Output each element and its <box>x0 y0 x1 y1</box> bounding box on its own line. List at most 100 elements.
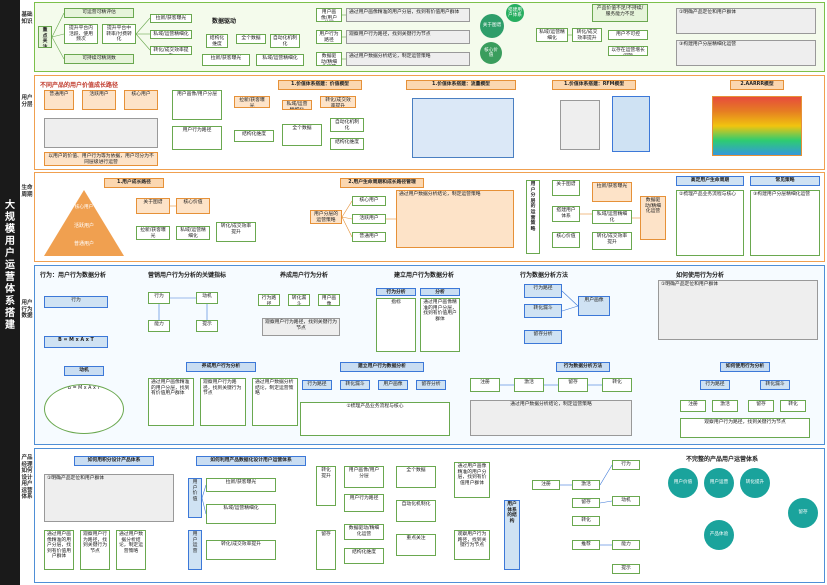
section-label-design: 产品经理如何设计用户运营体系 <box>21 455 33 500</box>
b5-mid-3: 转化/成交效率提升 <box>206 540 276 560</box>
b3-right-n6: 转化/成交效率提升 <box>592 232 632 250</box>
b3-tree-n3: 普通用户 <box>352 232 386 242</box>
b3-right-n2: 搭建用户体系 <box>552 206 580 222</box>
b4-lr-1: 注册 <box>470 378 500 392</box>
b5-mid-2: 私域/运营精细化 <box>206 504 276 524</box>
b5-mid-12: 观察用户行为路径，找到关键行为节点 <box>454 530 490 560</box>
b4-node-prompt: 提示 <box>196 320 218 332</box>
key-focus: 重点关注 <box>38 26 52 48</box>
far-right-3: 以存在运营增长问题 <box>608 46 648 56</box>
section-label-basics: 基础知识 <box>21 12 33 25</box>
b3-right-title-2: 常见策略 <box>750 176 820 186</box>
b4-header-2: 营销用户行为分析的关键指标 <box>148 272 227 279</box>
b4-c2: 转化漏斗 <box>288 294 310 306</box>
b3-tree-detail: 通过用户数据分析结论，制定运营策略 <box>396 190 514 248</box>
b1-right-box-1: 用户画像/用户分层 <box>316 8 342 22</box>
b2-label-4: 2.AARRR模型 <box>730 80 784 90</box>
auto-box: 自动化机制化 <box>270 34 300 48</box>
b5-step-1: 注册 <box>532 480 560 490</box>
b5-mid-9: 自动化机制化 <box>396 500 436 522</box>
b2-value-box-1: 普通用户 <box>44 90 74 110</box>
b3-right-n3: 核心价值 <box>552 232 580 248</box>
b4-node-behavior: 行为 <box>148 292 170 304</box>
section-label-layering: 用户分层 <box>21 95 33 108</box>
b4-lr-4: 转化 <box>602 378 632 392</box>
b1-left-box-4: 可持续可精测数 <box>64 54 134 64</box>
flow-circle-1: 关于图谱 <box>480 14 504 38</box>
b5-mid-6: 数据驱动/精细化运营 <box>344 524 384 540</box>
b5-circle-2: 用户运营 <box>704 468 734 498</box>
b5-mid-8: 全个数据 <box>396 466 436 488</box>
b1-sub-1: 拉新/获客曝光 <box>202 54 250 66</box>
b4-lower-box-3: 通过用户数据分析结论，制定运营策略 <box>252 378 298 426</box>
b4-summary: 观察用户行为路径，找到关键行为节点 <box>262 318 340 336</box>
b4-table-col2: 通过用户画像精准的用户分层，找到有价值用户群体 <box>420 298 460 352</box>
b4-c1: 行为路径 <box>258 294 280 306</box>
b4-lower-title-1: 动机 <box>64 366 104 376</box>
b4-table-col1: 指标 <box>376 298 416 352</box>
b4-rt-4: 激活 <box>712 400 738 412</box>
b5-mid-v4: 留存 <box>316 530 336 570</box>
b1-left-box-1: 可运营可精评估 <box>64 8 134 18</box>
b4-m3: 用户画像 <box>578 296 610 316</box>
b2-flow-model-chart <box>412 98 514 158</box>
b4-node-ability: 能力 <box>148 320 170 332</box>
b4-m2: 转化漏斗 <box>524 304 562 318</box>
b4-lt-detail: ②梳理产品业务流程与核心 <box>300 402 450 436</box>
b4-rt-detail: 观察用户行为路径，找到关键行为节点 <box>680 418 810 438</box>
b5-mid-4: 用户画像/用户分层 <box>344 466 384 488</box>
b3-vertical-label: 用户分层的运营策略 <box>526 180 540 254</box>
b2-vm-1: 拉新/获客曝光 <box>234 96 270 108</box>
b1-mid-box-3: 转化/成交效率提升 <box>150 46 192 55</box>
b3-lifecycle-list: ②梳理产品业务流程与核心 <box>676 190 744 256</box>
b2-chart-placeholder <box>44 118 158 148</box>
flow-circle-2: 搭建用户体系 <box>506 4 524 22</box>
b5-mid-v3: 转化提升 <box>316 466 336 506</box>
b2-value-box-3: 核心用户 <box>124 90 158 110</box>
b3-strategy-list: ③构建用户分层精细化运营 <box>750 190 820 256</box>
b3-right-n1: 关于图谱 <box>552 180 580 196</box>
b2-rfm-table <box>612 96 650 152</box>
b4-m1: 行为路径 <box>524 284 562 298</box>
data-driven-label: 数据驱动 <box>212 18 237 25</box>
b4-formula: B = M x A x T <box>44 336 108 348</box>
b5-mid-v2: 用户运营 <box>188 530 202 570</box>
b5-circle-5: 产品体验 <box>704 520 734 550</box>
struct-box: 结构化维度 <box>206 34 228 48</box>
b2-title-left: 不同产品的用户价值成长路径 <box>40 82 119 89</box>
section-label-behavior: 用户行为数据 <box>21 300 33 319</box>
b1-sub-2: 私域/运营精细化 <box>256 54 304 66</box>
b3-tree-n1: 核心用户 <box>352 196 386 206</box>
b4-lr-3: 留存 <box>558 378 588 392</box>
banner-title: 大规模用户运营体系搭建 <box>5 200 15 331</box>
b5-step-8: 能力 <box>612 540 640 550</box>
b2-label-3: 1.价值体系搭建：RFM模型 <box>552 80 636 90</box>
b2-vm-7: 结构化维度 <box>330 138 364 150</box>
b2-vm-2: 私域/运营精细化 <box>282 100 312 110</box>
b1-center-1: 私域/运营精细化 <box>536 28 568 42</box>
b4-lt-3: 用户画像 <box>378 380 408 390</box>
b4-lower-box-1: 通过用户画像精准的用户分层，找到有价值用户群体 <box>148 378 194 426</box>
b4-lower-title-5: 如何使用行为分析 <box>720 362 770 372</box>
b1-right-note-1: 通过用户画像精准的用户分层，找到有价值用户群体 <box>346 8 470 22</box>
left-title-banner: 大规模用户运营体系搭建 <box>0 0 20 585</box>
b2-vm-4: 结构化维度 <box>234 130 274 142</box>
b2-value-box-2: 活跃用户 <box>82 90 116 110</box>
b4-table-title-2: 分析 <box>420 288 460 296</box>
b4-lower-title-3: 建立用户行为数据分析 <box>340 362 424 372</box>
b5-left-notes: ①明确产品定位和用户群体 <box>44 474 174 522</box>
gong-box: 全个数据 <box>236 34 266 44</box>
b3-diamond-2: 核心价值 <box>176 198 210 214</box>
b5-step-9: 提示 <box>612 564 640 574</box>
b5-mid-7: 结构化维度 <box>344 548 384 564</box>
b3-node-3: 转化/成交效率提升 <box>216 222 256 242</box>
b4-rt-5: 留存 <box>748 400 774 412</box>
b4-rt-1: 行为路径 <box>700 380 730 390</box>
b1-right-note-3: 通过用户数据分析结论，制定运营策略 <box>346 52 470 66</box>
b5-mid-11: 通过用户画像精准的用户分层，找到有价值用户群体 <box>454 462 490 498</box>
b3-node-1: 拉新/获客曝光 <box>136 226 170 240</box>
b5-step-4: 转化 <box>572 516 600 526</box>
b4-lt-4: 留存分析 <box>416 380 446 390</box>
b5-step-2: 激活 <box>572 480 600 490</box>
